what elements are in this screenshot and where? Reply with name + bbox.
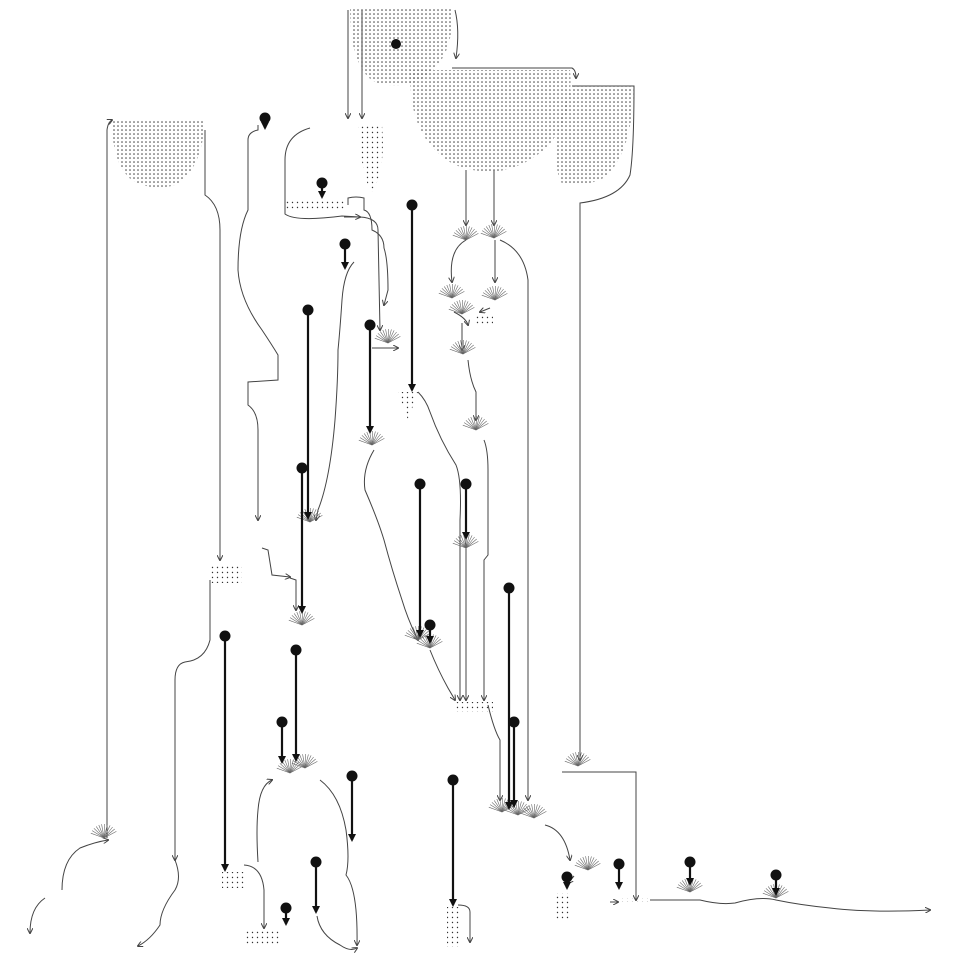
block-mid-left <box>210 565 242 583</box>
flow-line <box>289 577 296 610</box>
bowls-group <box>112 8 650 947</box>
flow-line <box>487 704 500 800</box>
bowl-small-mid <box>358 125 383 192</box>
fan-node <box>90 823 117 839</box>
flow-lines-group <box>30 9 930 949</box>
dot-source <box>310 856 322 914</box>
dot-source <box>460 478 472 540</box>
dot-source <box>296 462 308 614</box>
dot-source <box>503 582 515 810</box>
dot-source <box>447 774 459 907</box>
block-bottom-right <box>555 893 571 919</box>
strip-right <box>620 898 650 902</box>
flow-line <box>61 840 108 891</box>
fan-node <box>462 415 489 431</box>
flow-line <box>284 127 360 219</box>
flow-line <box>261 547 290 577</box>
flow-line <box>237 125 279 520</box>
fan-node <box>276 758 303 774</box>
fan-node <box>564 751 591 767</box>
flow-line <box>316 261 355 520</box>
flow-line <box>204 130 220 560</box>
bowl-right <box>556 86 634 185</box>
dot-source <box>316 177 328 199</box>
fan-node <box>452 533 479 549</box>
bowl-top-center <box>350 8 453 86</box>
bowl-left <box>112 120 204 188</box>
flow-line <box>344 216 380 330</box>
dot-source <box>346 770 358 842</box>
flow-line <box>316 915 357 949</box>
flow-line <box>453 311 468 325</box>
dot-source <box>290 644 302 762</box>
strip-upper <box>285 200 345 210</box>
dot-source <box>302 304 314 520</box>
fan-node <box>480 223 507 239</box>
dot-source <box>508 716 520 808</box>
flow-line <box>451 239 467 282</box>
fan-node <box>481 285 508 301</box>
fan-node <box>438 283 465 299</box>
fan-node <box>448 299 475 315</box>
flow-line <box>467 359 476 420</box>
dot-source <box>364 319 376 434</box>
flow-line <box>30 897 46 933</box>
fan-node <box>520 803 547 819</box>
block-bottom-center <box>447 907 461 947</box>
fan-node <box>374 328 401 344</box>
flow-line <box>650 898 930 912</box>
strip-small <box>475 314 493 324</box>
dot-source <box>339 238 351 270</box>
fan-node <box>488 797 515 813</box>
flow-line <box>572 85 635 760</box>
dot-source <box>770 869 782 896</box>
dot-source <box>406 199 418 392</box>
dot-source <box>561 871 573 890</box>
flow-line <box>499 239 528 800</box>
flow-line <box>429 649 455 700</box>
flow-line <box>319 779 357 945</box>
fan-node <box>358 430 385 446</box>
fan-node <box>449 339 476 355</box>
strip-mid <box>455 702 493 712</box>
flow-line <box>138 859 179 946</box>
dot-source <box>414 478 426 638</box>
dot-source <box>276 716 288 764</box>
fan-node <box>574 855 601 871</box>
flow-line <box>452 67 576 78</box>
flow-line <box>562 771 636 900</box>
fan-node <box>288 610 315 626</box>
fans-group <box>90 223 789 899</box>
flow-line <box>455 9 458 58</box>
dot-source <box>219 630 231 872</box>
dot-source <box>684 856 696 886</box>
flow-line <box>480 308 491 312</box>
dot-source <box>613 858 625 890</box>
flow-line <box>363 449 418 640</box>
flow-line <box>457 904 470 942</box>
triangle-mid <box>398 392 418 420</box>
flow-line <box>175 580 211 860</box>
flow-line <box>544 824 570 860</box>
fan-node <box>296 507 323 523</box>
flow-line <box>256 780 272 863</box>
dot-source <box>424 619 436 644</box>
flow-line <box>243 864 264 928</box>
dot-source <box>280 902 292 926</box>
flow-line <box>484 439 489 700</box>
flow-line <box>347 196 389 305</box>
bowl-large-center <box>409 70 571 172</box>
bowl-bottom-left <box>245 930 279 944</box>
dot-source <box>259 112 271 130</box>
block-low-left <box>222 872 244 888</box>
dot-sources-group <box>219 112 782 926</box>
flow-line <box>417 391 461 700</box>
central-source-dot <box>391 39 401 49</box>
fan-node <box>452 225 479 241</box>
flow-line <box>107 120 112 838</box>
